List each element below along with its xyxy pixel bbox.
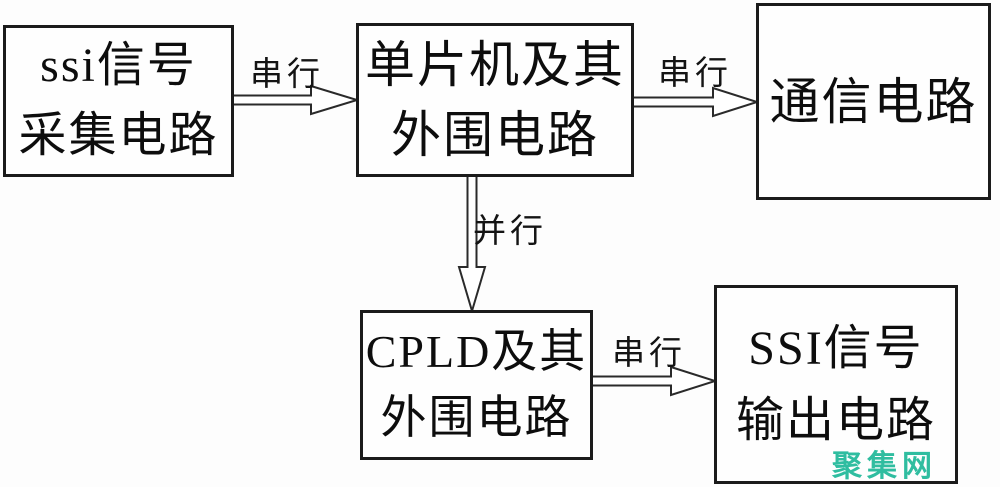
edge-label-serial-mcu-to-comm: 串行 xyxy=(658,56,732,92)
arrow-mcu-to-cpld xyxy=(457,175,487,315)
edge-label-serial-acq-to-mcu: 串行 xyxy=(250,57,324,93)
node-label-line: 输出电路 xyxy=(735,393,936,447)
node-label-line: SSI信号 xyxy=(748,321,924,375)
node-label-line: 外围电路 xyxy=(391,107,599,163)
arrow-mcu-to-comm xyxy=(632,86,761,118)
edge-label-parallel-mcu-to-cpld: 并行 xyxy=(473,214,547,250)
arrow-cpld-to-output xyxy=(591,365,719,397)
node-label-line: 通信电路 xyxy=(769,73,978,130)
node-label-line: CPLD及其 xyxy=(365,326,588,377)
node-label-line: 采集电路 xyxy=(18,109,219,162)
node-mcu-peripheral-circuit: 单片机及其 外围电路 xyxy=(356,23,634,177)
arrow-acq-to-mcu xyxy=(232,84,361,116)
node-label-line: 外围电路 xyxy=(380,392,573,443)
watermark-juji-wang: 聚集网 xyxy=(832,450,937,483)
node-label-line: 单片机及其 xyxy=(365,37,625,93)
node-ssi-output-circuit: SSI信号 输出电路 xyxy=(714,285,958,484)
node-ssi-acquisition-circuit: ssi信号 采集电路 xyxy=(3,25,234,177)
node-cpld-peripheral-circuit: CPLD及其 外围电路 xyxy=(360,310,593,460)
node-label-line: ssi信号 xyxy=(40,39,197,92)
node-communication-circuit: 通信电路 xyxy=(756,3,991,200)
edge-label-serial-cpld-to-output: 串行 xyxy=(612,336,686,372)
